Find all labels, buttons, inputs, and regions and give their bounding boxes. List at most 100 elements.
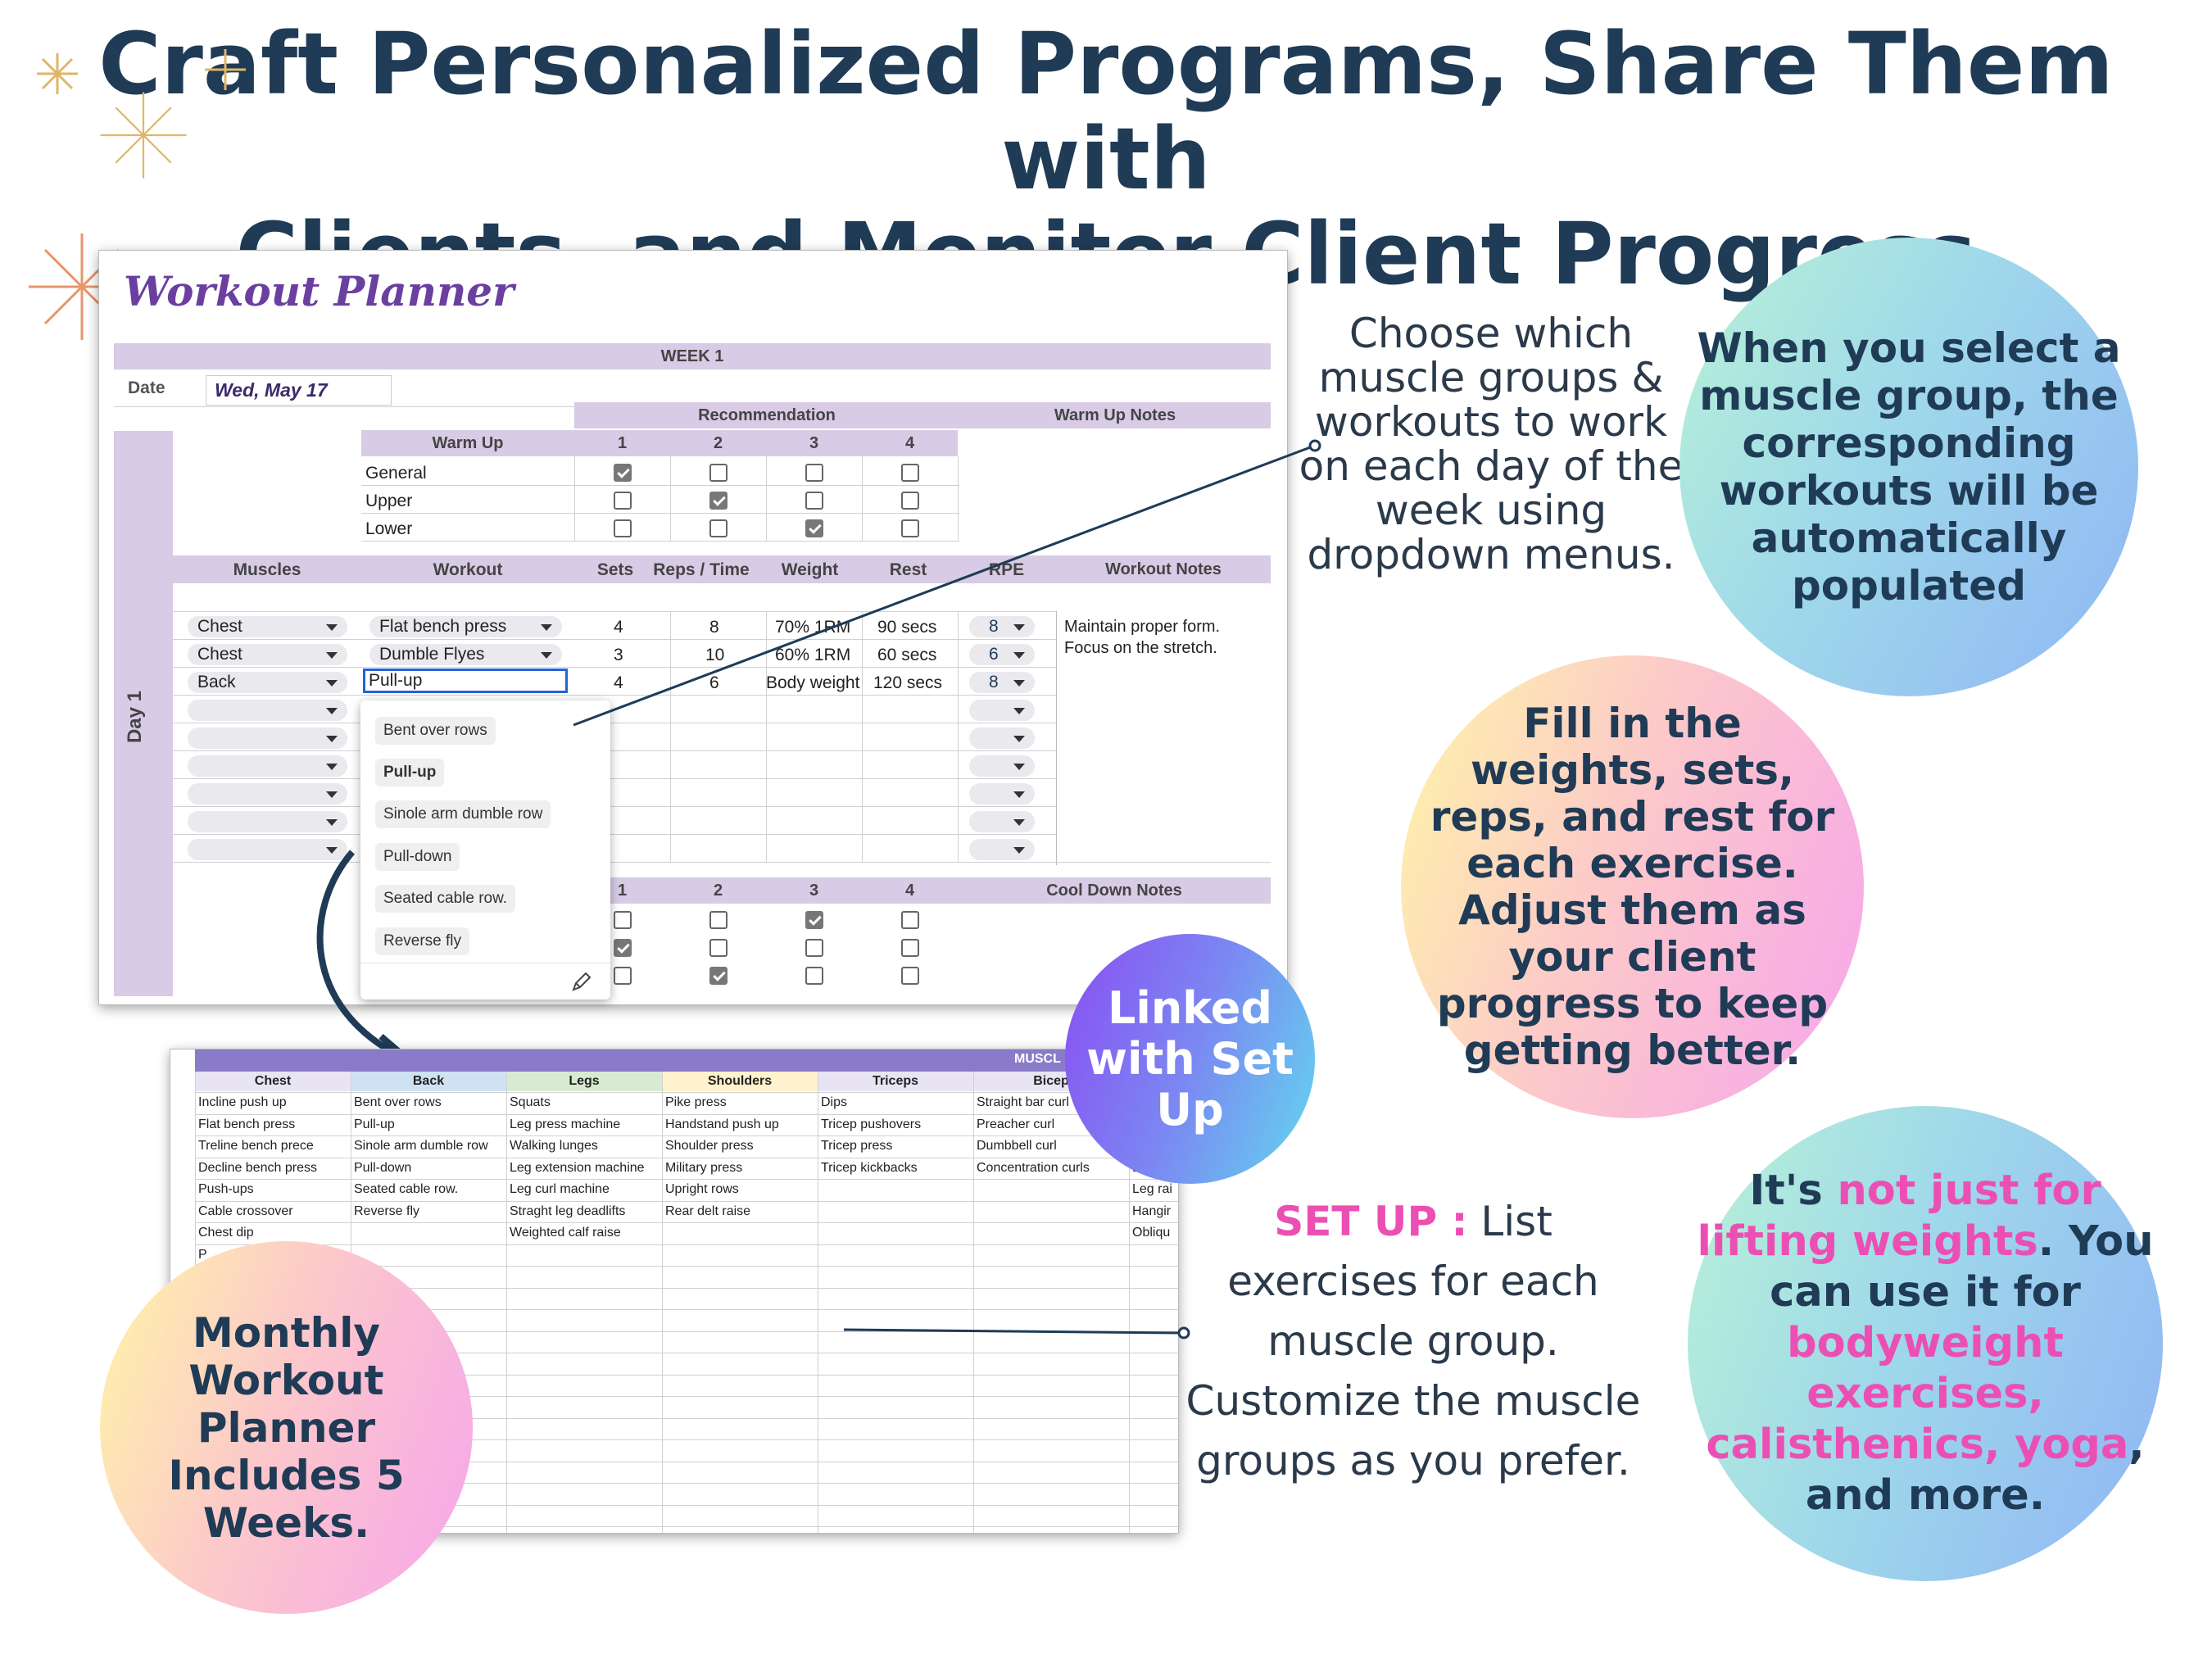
setup-cell[interactable]: Tricep kickbacks <box>821 1160 918 1175</box>
setup-cell[interactable]: Pull-down <box>354 1160 412 1175</box>
warmup-checkbox[interactable] <box>805 464 823 482</box>
setup-cell[interactable]: Treline bench prece <box>198 1139 314 1153</box>
setup-cell[interactable]: Incline push up <box>198 1095 287 1109</box>
warmup-checkbox[interactable] <box>805 519 823 537</box>
muscle-dropdown[interactable] <box>188 839 347 860</box>
cooldown-checkbox[interactable] <box>614 967 632 985</box>
cooldown-checkbox[interactable] <box>805 911 823 929</box>
setup-cell[interactable]: Tricep press <box>821 1139 893 1153</box>
rest-cell[interactable]: 90 secs <box>877 618 937 637</box>
muscle-dropdown[interactable]: Chest <box>188 644 347 665</box>
setup-cell[interactable]: Walking lunges <box>510 1139 598 1153</box>
rpe-dropdown[interactable]: 8 <box>969 616 1035 637</box>
date-value[interactable]: Wed, May 17 <box>206 375 392 406</box>
workout-dropdown[interactable]: Flat bench press <box>369 616 562 637</box>
sets-cell[interactable]: 3 <box>614 646 623 664</box>
setup-cell[interactable]: Bent over rows <box>354 1095 442 1109</box>
cooldown-checkbox[interactable] <box>709 911 728 929</box>
setup-cell[interactable]: Chest dip <box>198 1226 254 1240</box>
warmup-checkbox[interactable] <box>709 492 728 510</box>
dropdown-option[interactable]: Bent over rows <box>375 717 496 745</box>
workout-input-active[interactable]: Pull-up <box>363 669 568 693</box>
setup-cell[interactable]: Obliqu <box>1132 1226 1171 1240</box>
rpe-dropdown[interactable]: 6 <box>969 644 1035 665</box>
warmup-checkbox[interactable] <box>614 492 632 510</box>
dropdown-option[interactable]: Pull-up <box>375 759 445 786</box>
rpe-dropdown[interactable] <box>969 839 1035 860</box>
setup-cell[interactable]: Upright rows <box>665 1182 739 1196</box>
setup-cell[interactable]: Dips <box>821 1095 848 1109</box>
setup-cell[interactable]: Leg curl machine <box>510 1182 610 1196</box>
setup-cell[interactable]: Squats <box>510 1095 551 1109</box>
warmup-checkbox[interactable] <box>901 519 919 537</box>
weight-cell[interactable]: 70% 1RM <box>775 618 851 637</box>
rpe-dropdown[interactable]: 8 <box>969 672 1035 693</box>
setup-cell[interactable]: Hangir <box>1132 1203 1172 1218</box>
warmup-checkbox[interactable] <box>709 519 728 537</box>
muscle-dropdown[interactable]: Back <box>188 672 347 693</box>
muscle-dropdown[interactable] <box>188 783 347 805</box>
setup-cell[interactable]: Pike press <box>665 1095 727 1109</box>
warmup-checkbox[interactable] <box>805 492 823 510</box>
setup-cell[interactable]: Handstand push up <box>665 1117 779 1131</box>
setup-cell[interactable]: Military press <box>665 1160 743 1175</box>
setup-cell[interactable]: Seated cable row. <box>354 1182 459 1196</box>
cooldown-checkbox[interactable] <box>709 939 728 957</box>
setup-cell[interactable]: Dumbbell curl <box>977 1139 1057 1153</box>
cooldown-checkbox[interactable] <box>709 967 728 985</box>
warmup-checkbox[interactable] <box>901 492 919 510</box>
setup-cell[interactable]: Sinole arm dumble row <box>354 1139 488 1153</box>
setup-cell[interactable]: Pull-up <box>354 1117 395 1131</box>
setup-cell[interactable]: Reverse fly <box>354 1203 420 1218</box>
setup-cell[interactable]: Push-ups <box>198 1182 254 1196</box>
reps-cell[interactable]: 8 <box>709 618 719 637</box>
dropdown-option[interactable]: Pull-down <box>375 843 460 871</box>
setup-cell[interactable]: Straght leg deadlifts <box>510 1203 626 1218</box>
workout-notes-line-2[interactable]: Focus on the stretch. <box>1064 639 1217 657</box>
reps-cell[interactable]: 10 <box>705 646 725 664</box>
warmup-checkbox[interactable] <box>614 464 632 482</box>
setup-cell[interactable]: Leg rai <box>1132 1182 1172 1196</box>
cooldown-checkbox[interactable] <box>901 939 919 957</box>
setup-cell[interactable]: Leg extension machine <box>510 1160 645 1175</box>
setup-cell[interactable]: Decline bench press <box>198 1160 317 1175</box>
muscle-dropdown[interactable] <box>188 728 347 749</box>
setup-cell[interactable]: Rear delt raise <box>665 1203 751 1218</box>
rpe-dropdown[interactable] <box>969 700 1035 721</box>
workout-dropdown[interactable]: Dumble Flyes <box>369 644 562 665</box>
setup-cell[interactable]: Tricep pushovers <box>821 1117 922 1131</box>
dropdown-option[interactable]: Reverse fly <box>375 927 470 955</box>
sets-cell[interactable]: 4 <box>614 673 623 692</box>
reps-cell[interactable]: 6 <box>709 673 719 692</box>
pencil-icon[interactable] <box>569 971 592 994</box>
setup-cell[interactable]: Weighted calf raise <box>510 1226 621 1240</box>
weight-cell[interactable]: 60% 1RM <box>775 646 851 664</box>
setup-cell[interactable]: Shoulder press <box>665 1139 754 1153</box>
weight-cell[interactable]: Body weight <box>766 673 860 692</box>
rpe-dropdown[interactable] <box>969 755 1035 777</box>
setup-cell[interactable]: Cable crossover <box>198 1203 293 1218</box>
warmup-checkbox[interactable] <box>901 464 919 482</box>
cooldown-checkbox[interactable] <box>614 939 632 957</box>
rest-cell[interactable]: 120 secs <box>873 673 943 692</box>
setup-cell[interactable]: Preacher curl <box>977 1117 1055 1131</box>
rpe-dropdown[interactable] <box>969 728 1035 749</box>
rpe-dropdown[interactable] <box>969 783 1035 805</box>
muscle-dropdown[interactable] <box>188 811 347 832</box>
dropdown-option[interactable]: Seated cable row. <box>375 885 516 913</box>
cooldown-checkbox[interactable] <box>901 967 919 985</box>
warmup-checkbox[interactable] <box>614 519 632 537</box>
sets-cell[interactable]: 4 <box>614 618 623 637</box>
setup-cell[interactable]: Flat bench press <box>198 1117 296 1131</box>
setup-cell[interactable]: P <box>198 1247 207 1262</box>
dropdown-option[interactable]: Sinole arm dumble row <box>375 800 551 828</box>
muscle-dropdown[interactable] <box>188 700 347 721</box>
muscle-dropdown[interactable] <box>188 755 347 777</box>
cooldown-checkbox[interactable] <box>805 967 823 985</box>
rest-cell[interactable]: 60 secs <box>877 646 937 664</box>
setup-cell[interactable]: Concentration curls <box>977 1160 1090 1175</box>
muscle-dropdown[interactable]: Chest <box>188 616 347 637</box>
cooldown-checkbox[interactable] <box>614 911 632 929</box>
workout-notes-line-1[interactable]: Maintain proper form. <box>1064 618 1221 636</box>
setup-cell[interactable]: Straight bar curl <box>977 1095 1069 1109</box>
